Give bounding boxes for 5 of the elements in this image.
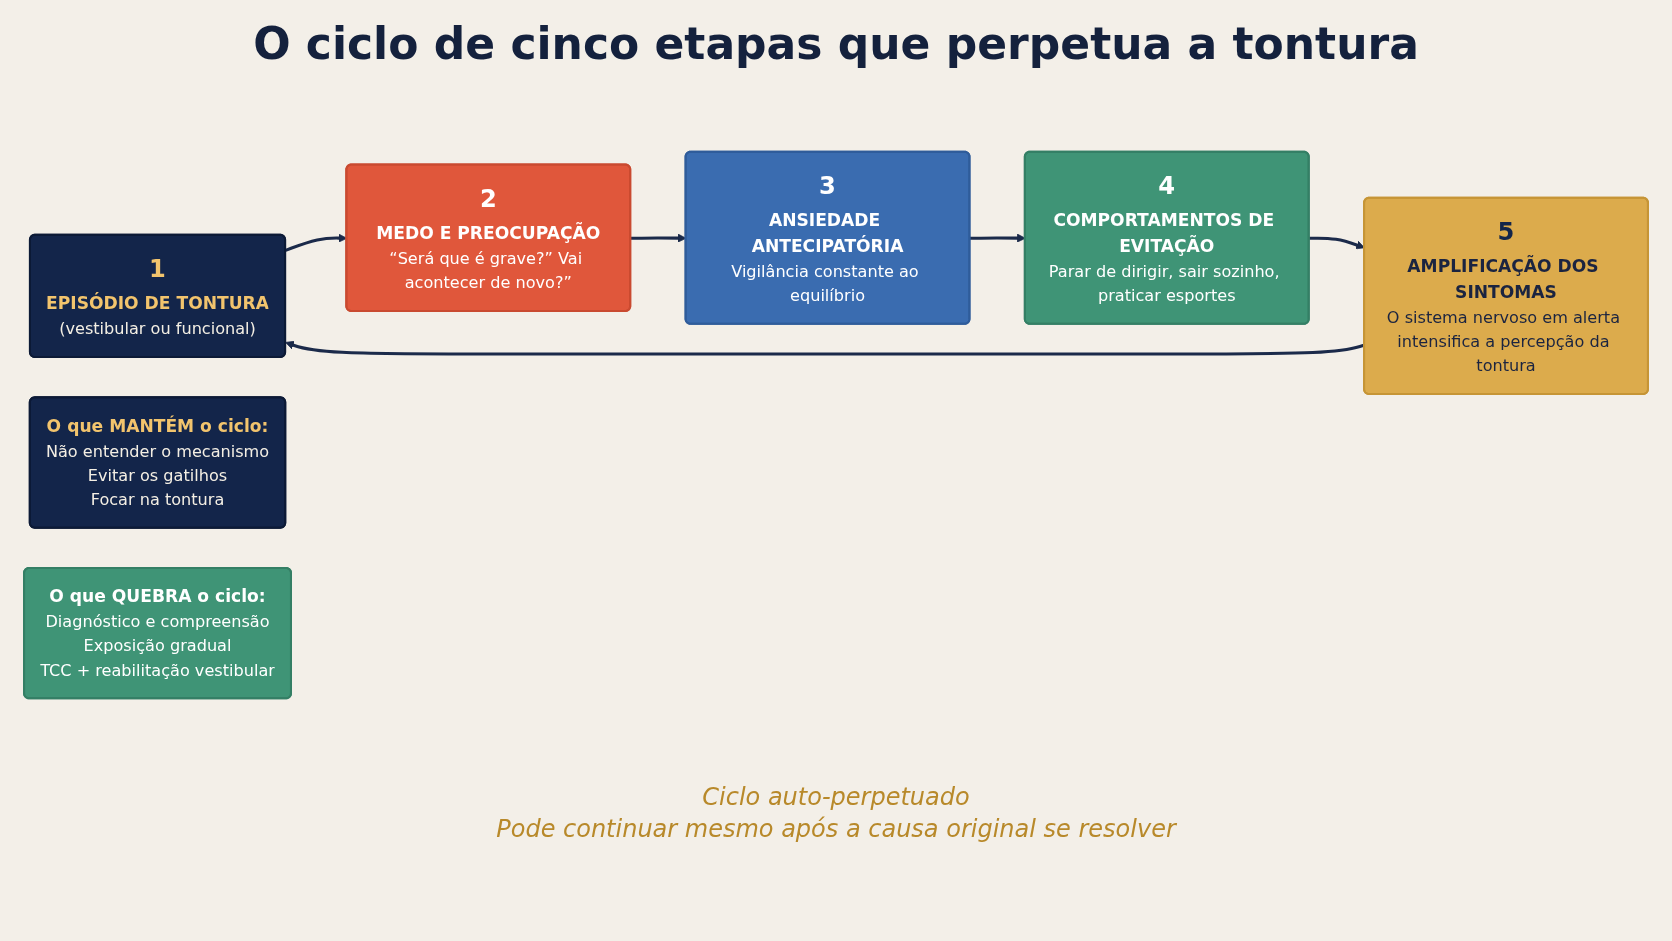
note-text: Ciclo auto-perpetuado — [702, 783, 970, 811]
title: O ciclo de cinco etapas que perpetua a tontura — [253, 18, 1419, 69]
arrow — [1309, 236, 1365, 250]
arrow — [285, 340, 1365, 356]
note-text: Pode continuar mesmo após a causa original se resolver — [496, 815, 1176, 843]
